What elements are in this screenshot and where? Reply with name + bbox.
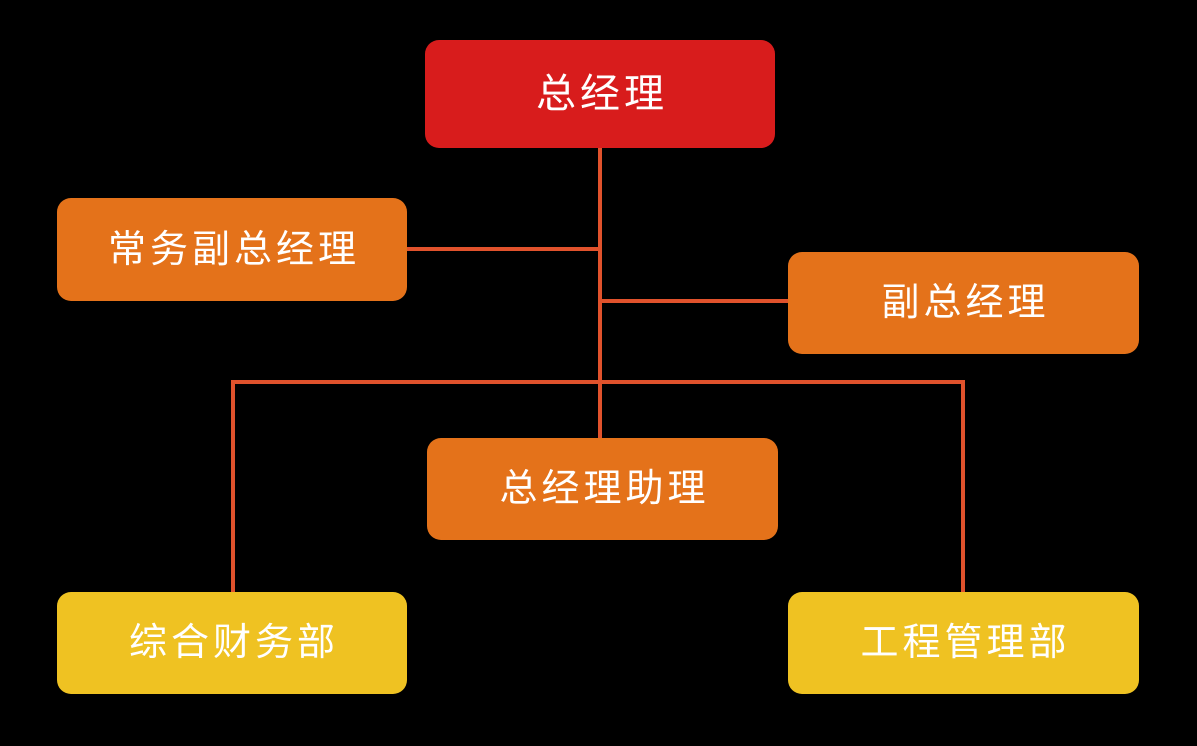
node-comprehensive-finance-department[interactable]: 综合财务部 [57,592,407,694]
node-general-manager-assistant-label: 总经理助理 [499,468,710,510]
node-general-manager-assistant[interactable]: 总经理助理 [427,438,778,540]
node-general-manager[interactable]: 总经理 [425,40,775,148]
node-executive-deputy-general-manager-label: 常务副总经理 [107,228,360,271]
node-deputy-general-manager[interactable]: 副总经理 [788,252,1139,354]
connector-to-deputy-gm [598,299,788,303]
connector-trunk-vertical [598,148,602,382]
connector-to-exec-deputy-gm [407,247,600,251]
node-general-manager-label: 总经理 [536,72,668,116]
connector-to-engineering-dept [961,380,965,592]
node-executive-deputy-general-manager[interactable]: 常务副总经理 [57,198,407,301]
node-engineering-management-department[interactable]: 工程管理部 [788,592,1139,694]
node-engineering-management-department-label: 工程管理部 [860,622,1071,664]
node-comprehensive-finance-department-label: 综合财务部 [128,622,339,664]
connector-to-finance-dept [231,380,235,592]
connector-to-gm-assistant [598,380,602,438]
node-deputy-general-manager-label: 副总经理 [881,282,1050,324]
